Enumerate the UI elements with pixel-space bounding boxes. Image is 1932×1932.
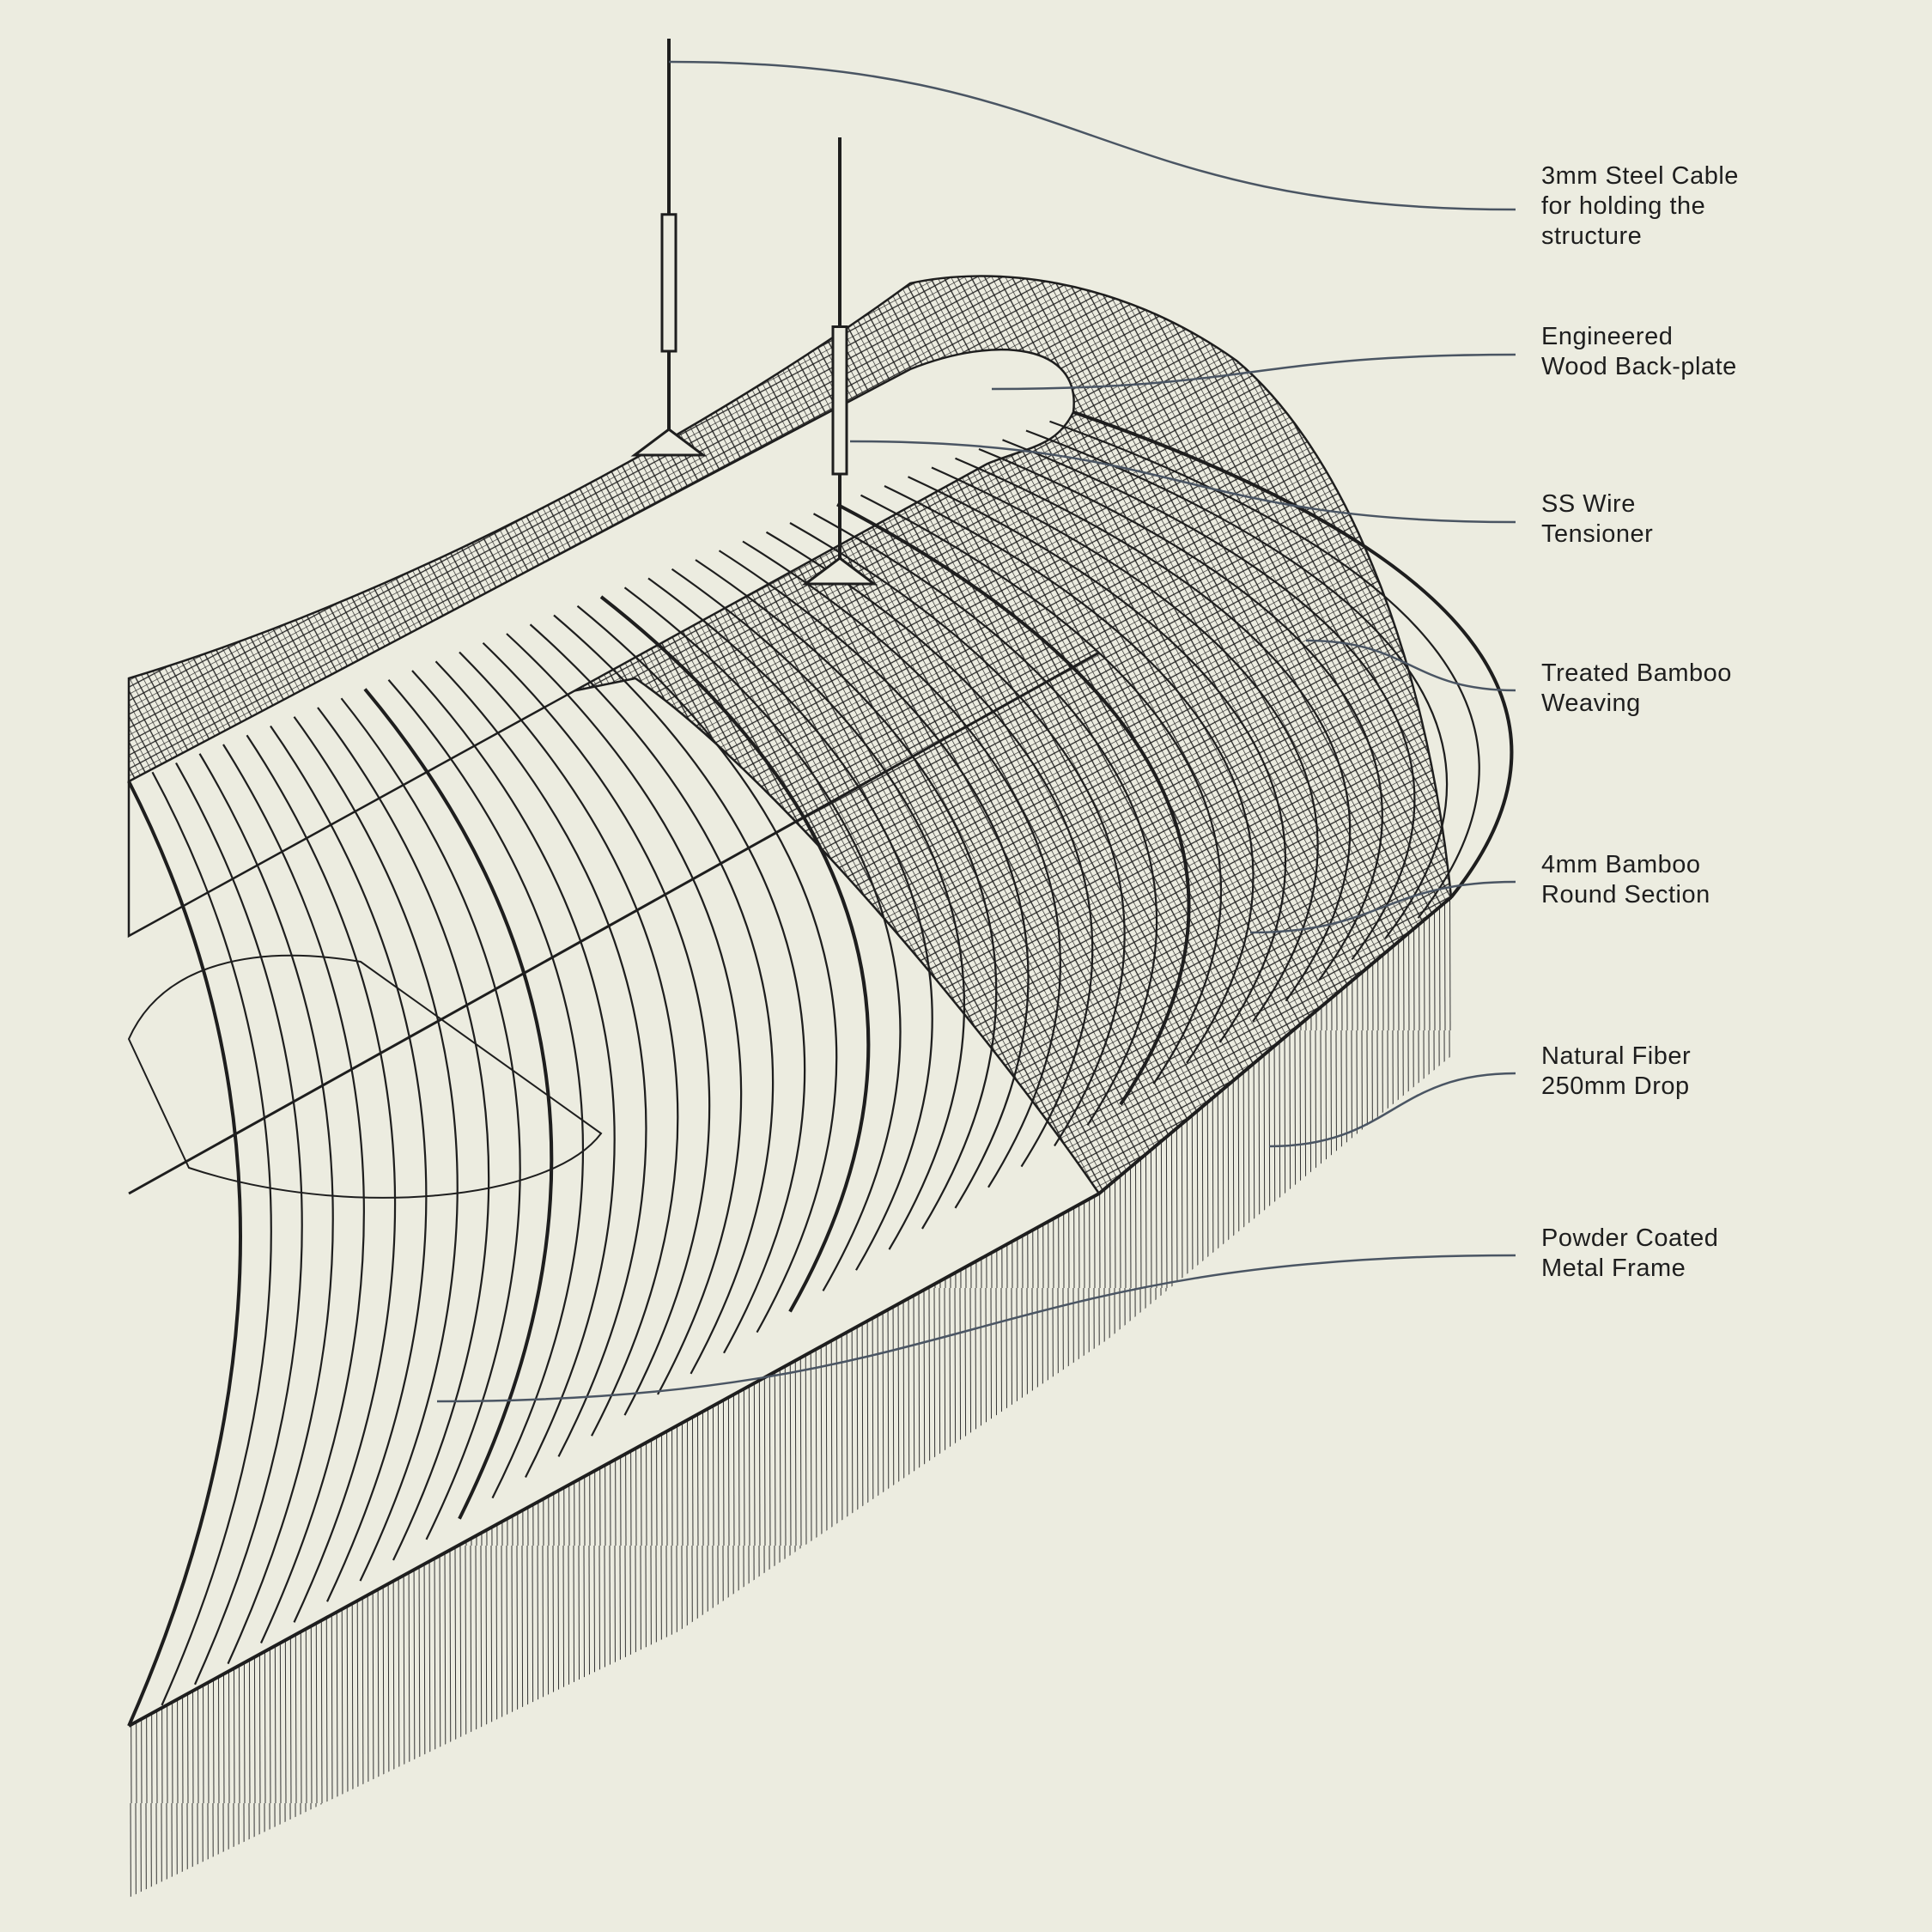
wire-tensioner: [660, 213, 677, 353]
frame-arch: [387, 679, 585, 1499]
leader-lines: [436, 60, 1516, 1403]
frame-arch: [411, 670, 616, 1478]
label-line: 250mm Drop: [1541, 1072, 1690, 1100]
frame-arch: [931, 466, 1319, 1023]
frame-arch: [175, 762, 303, 1686]
frame-arch: [695, 559, 998, 1230]
frame-arch: [978, 447, 1383, 981]
label-line: Treated Bamboo: [1541, 659, 1732, 687]
label-line: Metal Frame: [1541, 1255, 1686, 1282]
label-line: Natural Fiber: [1541, 1042, 1692, 1070]
frame-arch: [363, 688, 554, 1520]
frame-arch: [955, 457, 1352, 1002]
leader-line: [436, 1254, 1516, 1403]
label-line: for holding the: [1541, 192, 1706, 220]
label-wire-tensioner: SS Wire Tensioner: [1541, 489, 1653, 550]
frame-arch: [127, 781, 242, 1727]
frame-arch: [293, 716, 459, 1582]
mounting-bracket: [801, 556, 878, 586]
leader-line: [1249, 880, 1516, 934]
frame-arch: [459, 651, 679, 1437]
label-line: 4mm Bamboo: [1541, 851, 1701, 878]
mounting-bracket: [630, 428, 708, 457]
leader-line: [1305, 639, 1516, 692]
weave-panel: [127, 275, 1453, 1195]
steel-cables: [630, 39, 878, 586]
frame-arch: [151, 771, 272, 1706]
frame-arch: [222, 744, 365, 1643]
label-line: SS Wire: [1541, 490, 1636, 518]
leader-line: [668, 60, 1516, 211]
label-bamboo-round: 4mm Bamboo Round Section: [1541, 850, 1710, 910]
frame-arch: [529, 623, 775, 1375]
frame-arch: [1072, 410, 1514, 899]
frame-arch: [1025, 429, 1449, 939]
frame-long-rail: [128, 651, 1100, 1195]
leader-line: [1268, 1072, 1516, 1148]
label-bamboo-weaving: Treated Bamboo Weaving: [1541, 659, 1732, 719]
label-metal-frame: Powder Coated Metal Frame: [1541, 1224, 1718, 1284]
frame-arch: [742, 540, 1061, 1188]
label-line: 3mm Steel Cable: [1541, 162, 1739, 190]
label-line: Engineered: [1541, 323, 1674, 350]
label-line: Round Section: [1541, 881, 1710, 908]
frame-arch: [860, 494, 1223, 1084]
metal-frame-arches: [127, 410, 1514, 1728]
frame-arch: [246, 734, 397, 1623]
label-line: Weaving: [1541, 690, 1641, 717]
label-line: structure: [1541, 222, 1643, 250]
frame-arch: [884, 485, 1255, 1064]
backplate-top: [127, 348, 1075, 939]
label-natural-fiber: Natural Fiber 250mm Drop: [1541, 1042, 1691, 1102]
frame-arch: [789, 522, 1126, 1147]
frame-arch: [671, 568, 966, 1250]
frame-arch: [434, 660, 647, 1457]
frame-arch: [812, 513, 1158, 1126]
frame-arch: [340, 697, 521, 1540]
label-steel-cable: 3mm Steel Cable for holding the structur…: [1541, 161, 1739, 252]
frame-arch: [647, 577, 933, 1271]
frame-arch: [482, 641, 711, 1416]
label-wood-backplate: Engineered Wood Back-plate: [1541, 322, 1737, 382]
frame-arch: [836, 502, 1191, 1106]
frame-arch: [908, 476, 1287, 1043]
frame-arch: [317, 707, 490, 1561]
leader-line: [849, 440, 1516, 524]
frame-arch: [576, 605, 838, 1334]
leader-line: [991, 353, 1516, 391]
frame-bottom-rail: [128, 896, 1453, 1728]
natural-fiber-fringe: [129, 897, 1451, 1898]
frame-arch: [765, 531, 1094, 1168]
bamboo-weaving-surface: [127, 275, 1453, 1195]
frame-arch: [506, 633, 743, 1395]
frame-arch: [553, 614, 806, 1354]
label-line: Powder Coated: [1541, 1224, 1719, 1252]
frame-arch: [1049, 420, 1480, 919]
frame-arch: [599, 595, 871, 1313]
frame-arch: [270, 725, 428, 1602]
wire-tensioner: [831, 325, 848, 476]
frame-arch: [198, 753, 334, 1665]
frame-arch: [1002, 439, 1416, 961]
frame-arch: [718, 550, 1030, 1209]
fringe-strands: [129, 897, 1451, 1898]
frame-arch: [623, 586, 902, 1291]
label-line: Tensioner: [1541, 520, 1654, 548]
label-line: Wood Back-plate: [1541, 353, 1737, 380]
